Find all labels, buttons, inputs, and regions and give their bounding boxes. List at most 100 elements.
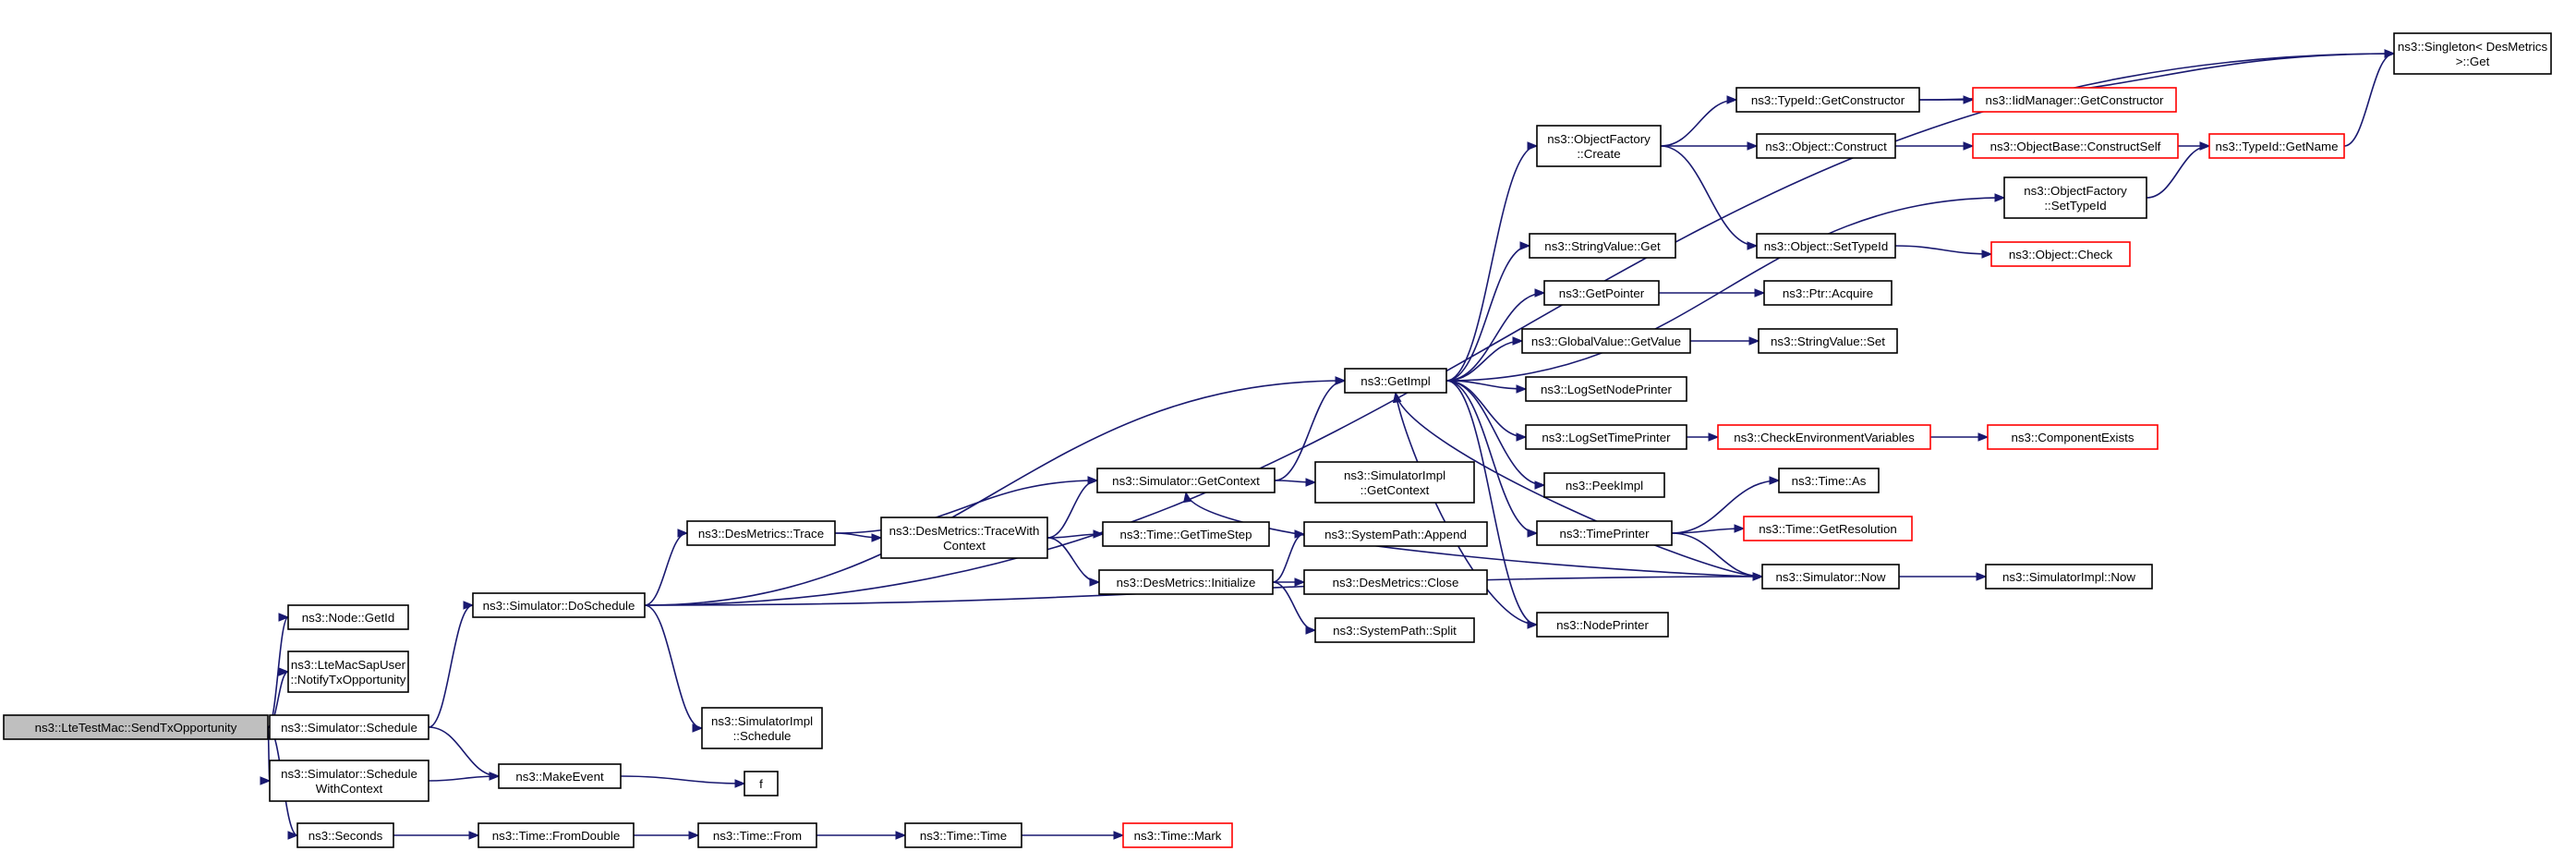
- node-label-getpointer-0: ns3::GetPointer: [1559, 286, 1645, 300]
- node-timemark[interactable]: ns3::Time::Mark: [1122, 822, 1233, 848]
- call-edge-getcontext-to-simimplgetctx: [1274, 478, 1317, 487]
- call-edge-logsettime-to-checkenv: [1687, 432, 1720, 442]
- node-singleton[interactable]: ns3::Singleton< DesMetrics>::Get: [2393, 32, 2552, 75]
- node-desmtrace[interactable]: ns3::DesMetrics::Trace: [686, 520, 836, 546]
- node-doschedule[interactable]: ns3::Simulator::DoSchedule: [472, 592, 646, 618]
- call-edge-getcontext-to-getimpl: [1274, 376, 1347, 481]
- arrowhead-icon: [692, 723, 704, 733]
- arrowhead-icon: [1527, 141, 1539, 151]
- arrowhead-icon: [463, 601, 475, 610]
- node-label-simnow-0: ns3::Simulator::Now: [1776, 570, 1886, 584]
- node-timefrom[interactable]: ns3::Time::From: [697, 822, 817, 848]
- node-strset[interactable]: ns3::StringValue::Set: [1758, 328, 1898, 354]
- node-objconstruct[interactable]: ns3::Object::Construct: [1756, 133, 1896, 159]
- node-label-f-0: f: [759, 777, 763, 791]
- node-timeas[interactable]: ns3::Time::As: [1778, 468, 1880, 493]
- arrowhead-icon: [278, 667, 290, 676]
- node-simimplsched[interactable]: ns3::SimulatorImpl::Schedule: [701, 707, 823, 749]
- arrowhead-icon: [1305, 478, 1317, 487]
- arrowhead-icon: [1769, 476, 1781, 485]
- node-fromdouble[interactable]: ns3::Time::FromDouble: [478, 822, 635, 848]
- call-edge-simnow-to-simimplnow: [1898, 572, 1988, 581]
- arrowhead-icon: [1519, 241, 1531, 250]
- node-ptracquire[interactable]: ns3::Ptr::Acquire: [1763, 280, 1893, 306]
- node-label-strset-0: ns3::StringValue::Set: [1771, 334, 1885, 348]
- node-label-getcontext-0: ns3::Simulator::GetContext: [1112, 474, 1260, 488]
- node-simimplnow[interactable]: ns3::SimulatorImpl::Now: [1985, 564, 2153, 590]
- node-getres[interactable]: ns3::Time::GetResolution: [1743, 516, 1913, 541]
- call-edge-timeprinter-to-timeas: [1671, 476, 1781, 534]
- node-seconds[interactable]: ns3::Seconds: [296, 822, 394, 848]
- node-objcheck[interactable]: ns3::Object::Check: [1990, 241, 2131, 267]
- node-label-gvgetvalue-0: ns3::GlobalValue::GetValue: [1531, 334, 1681, 348]
- call-edge-getimpl-to-getpointer: [1445, 288, 1546, 382]
- call-edge-getimpl-to-ofsettypeid: [1445, 193, 2006, 382]
- node-ofcreate[interactable]: ns3::ObjectFactory::Create: [1536, 125, 1662, 167]
- node-label-notify-0: ns3::LteMacSapUser: [291, 658, 406, 672]
- node-label-peekimpl-0: ns3::PeekImpl: [1566, 479, 1643, 492]
- call-edge-getpointer-to-ptracquire: [1659, 288, 1766, 298]
- node-tidgetname[interactable]: ns3::TypeId::GetName: [2208, 133, 2345, 159]
- node-label-strget-0: ns3::StringValue::Get: [1544, 239, 1661, 253]
- node-f[interactable]: f: [744, 771, 779, 796]
- node-getid[interactable]: ns3::Node::GetId: [287, 604, 409, 630]
- node-iidgetctor[interactable]: ns3::IidManager::GetConstructor: [1972, 87, 2177, 113]
- node-label-schedctx-1: WithContext: [316, 782, 383, 796]
- call-edge-getimpl-to-logsetnode: [1445, 380, 1528, 394]
- node-makeevent[interactable]: ns3::MakeEvent: [498, 763, 622, 789]
- node-schedule[interactable]: ns3::Simulator::Schedule: [269, 714, 429, 740]
- node-label-doschedule-0: ns3::Simulator::DoSchedule: [483, 599, 635, 613]
- node-label-ofcreate-0: ns3::ObjectFactory: [1547, 132, 1651, 146]
- node-logsettime[interactable]: ns3::LogSetTimePrinter: [1525, 424, 1687, 450]
- node-syssplit[interactable]: ns3::SystemPath::Split: [1314, 617, 1475, 643]
- node-simimplgetctx[interactable]: ns3::SimulatorImpl::GetContext: [1314, 461, 1475, 504]
- node-sysappend[interactable]: ns3::SystemPath::Append: [1303, 521, 1488, 547]
- node-checkenv[interactable]: ns3::CheckEnvironmentVariables: [1717, 424, 1931, 450]
- arrowhead-icon: [1747, 241, 1759, 250]
- call-edge-doschedule-to-desmtrace: [644, 529, 689, 606]
- node-label-schedule-0: ns3::Simulator::Schedule: [281, 721, 417, 735]
- node-getcontext[interactable]: ns3::Simulator::GetContext: [1096, 468, 1276, 493]
- arrowhead-icon: [1089, 577, 1101, 587]
- node-timetime[interactable]: ns3::Time::Time: [904, 822, 1022, 848]
- node-gvgetvalue[interactable]: ns3::GlobalValue::GetValue: [1521, 328, 1691, 354]
- node-nodeprinter[interactable]: ns3::NodePrinter: [1536, 612, 1669, 638]
- node-notify[interactable]: ns3::LteMacSapUser::NotifyTxOpportunity: [287, 650, 409, 693]
- node-timeprinter[interactable]: ns3::TimePrinter: [1536, 520, 1673, 546]
- node-getimpl[interactable]: ns3::GetImpl: [1344, 368, 1447, 394]
- node-label-singleton-0: ns3::Singleton< DesMetrics: [2398, 40, 2548, 54]
- arrowhead-icon: [1527, 529, 1539, 538]
- arrowhead-icon: [2199, 141, 2211, 151]
- call-edge-timefrom-to-timetime: [816, 831, 907, 840]
- node-root[interactable]: ns3::LteTestMac::SendTxOpportunity: [3, 714, 269, 740]
- call-edge-schedule-to-doschedule: [428, 601, 475, 728]
- node-objsettypeid[interactable]: ns3::Object::SetTypeId: [1756, 233, 1896, 259]
- node-tidgetctor[interactable]: ns3::TypeId::GetConstructor: [1735, 87, 1920, 113]
- arrowhead-icon: [1747, 141, 1759, 151]
- call-edge-makeevent-to-f: [620, 775, 746, 788]
- arrowhead-icon: [1963, 95, 1975, 104]
- node-simnow[interactable]: ns3::Simulator::Now: [1761, 564, 1900, 590]
- node-obconstructself[interactable]: ns3::ObjectBase::ConstructSelf: [1972, 133, 2179, 159]
- node-label-desinit-0: ns3::DesMetrics::Initialize: [1117, 576, 1256, 590]
- arrowhead-icon: [1976, 572, 1988, 581]
- arrowhead-icon: [688, 831, 700, 840]
- node-gettimestep[interactable]: ns3::Time::GetTimeStep: [1102, 521, 1270, 547]
- node-getpointer[interactable]: ns3::GetPointer: [1543, 280, 1660, 306]
- node-label-ptracquire-0: ns3::Ptr::Acquire: [1783, 286, 1873, 300]
- node-compexists[interactable]: ns3::ComponentExists: [1987, 424, 2159, 450]
- node-strget[interactable]: ns3::StringValue::Get: [1529, 233, 1676, 259]
- arrowhead-icon: [1093, 529, 1105, 539]
- node-desinit[interactable]: ns3::DesMetrics::Initialize: [1098, 569, 1274, 595]
- arrowhead-icon: [734, 779, 746, 788]
- node-peekimpl[interactable]: ns3::PeekImpl: [1543, 472, 1665, 498]
- node-label-tidgetname-0: ns3::TypeId::GetName: [2215, 140, 2338, 153]
- node-desclose[interactable]: ns3::DesMetrics::Close: [1303, 569, 1488, 595]
- node-ofsettypeid[interactable]: ns3::ObjectFactory::SetTypeId: [2003, 176, 2147, 219]
- node-label-objsettypeid-0: ns3::Object::SetTypeId: [1764, 239, 1889, 253]
- node-label-checkenv-0: ns3::CheckEnvironmentVariables: [1734, 431, 1915, 444]
- node-logsetnode[interactable]: ns3::LogSetNodePrinter: [1525, 376, 1687, 402]
- arrowhead-icon: [287, 831, 299, 840]
